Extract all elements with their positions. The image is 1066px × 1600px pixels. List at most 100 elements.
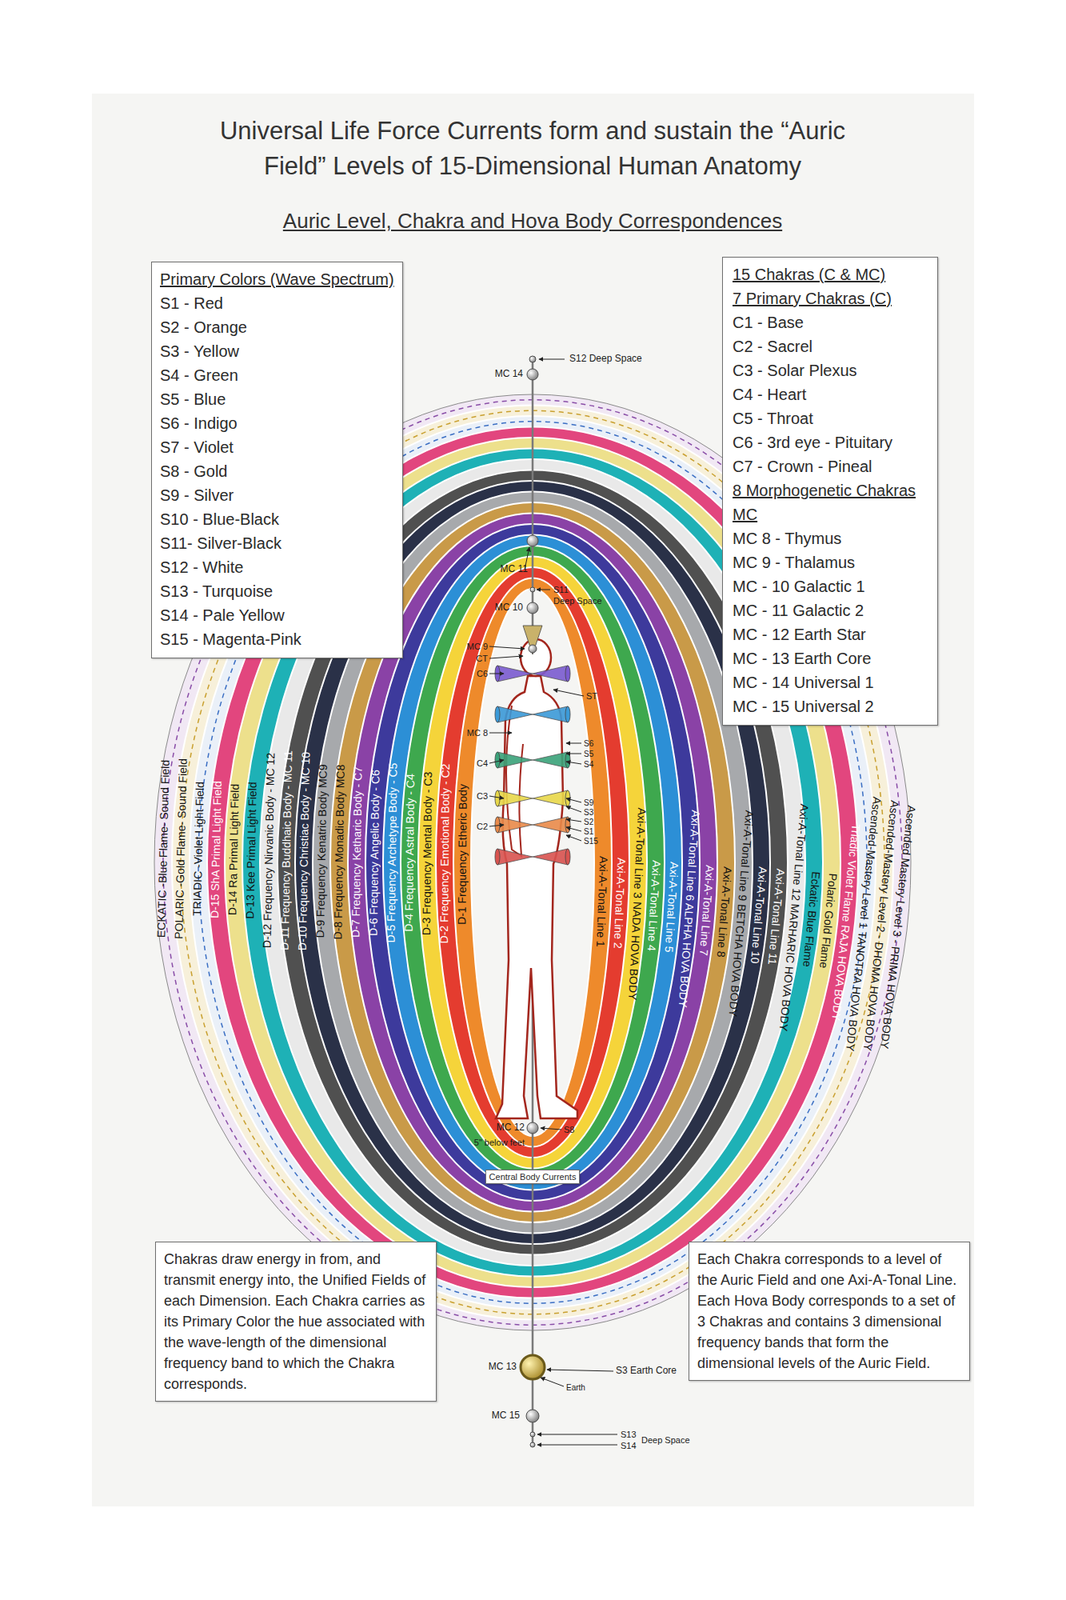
label: MC 13 bbox=[488, 1361, 517, 1372]
leader-arrow bbox=[566, 834, 582, 841]
box-text: C3 - Solar Plexus bbox=[732, 358, 930, 383]
label: Axi-A-Tonal Line 1 bbox=[594, 855, 610, 947]
label: D-5 Frequency Archetype Body - C5 bbox=[385, 762, 400, 943]
label: S8 bbox=[563, 1124, 575, 1134]
label: C4 bbox=[476, 758, 488, 768]
cone-rim bbox=[495, 751, 500, 768]
box-text: S6 - Indigo bbox=[159, 411, 395, 436]
box-text: C2 - Sacrel bbox=[732, 334, 930, 359]
box-text: C5 - Throat bbox=[732, 406, 930, 431]
label: D-10 Frequency Christiac Body - MC 10 bbox=[296, 751, 312, 951]
label: Axi-A-Tonal Line 3 NADA HOVA BODY bbox=[626, 807, 648, 1001]
leader-arrow bbox=[489, 646, 525, 649]
box-text: Central Body Currents bbox=[489, 1170, 577, 1182]
label: Axi-A-Tonal Line 4 bbox=[646, 859, 663, 951]
box-text: Chakras draw energy in from, and transmi… bbox=[163, 1248, 428, 1394]
current-box: Central Body Currents bbox=[485, 1169, 581, 1184]
label: D-11 Frequency Buddhaic Body - MC 11 bbox=[279, 750, 295, 951]
box-text: Primary Colors (Wave Spectrum) bbox=[159, 267, 395, 292]
label: TRIADIC -Violet Light Field bbox=[191, 781, 206, 916]
label: D-2 Frequency Emotional Body - C2 bbox=[438, 763, 452, 944]
label: Earth bbox=[566, 1382, 586, 1392]
box-text: Each Chakra corresponds to a level of th… bbox=[697, 1248, 962, 1374]
cone-rim bbox=[565, 665, 571, 682]
label: Auric Level, Chakra and Hova Body Corres… bbox=[283, 209, 783, 233]
leader-arrow bbox=[566, 761, 582, 764]
box-text: 15 Chakras (C & MC) bbox=[732, 262, 930, 287]
box-text: MC - 13 Earth Core bbox=[732, 646, 930, 671]
label: Axi-A-Tonal Line 12 MARHARIC HOVA BODY bbox=[778, 803, 811, 1032]
leader-arrow bbox=[566, 742, 582, 744]
box-text: MC - 14 Universal 1 bbox=[732, 670, 930, 695]
label: S9 bbox=[583, 798, 594, 807]
label: MC 10 bbox=[495, 602, 524, 613]
box-text: 7 Primary Chakras (C) bbox=[732, 286, 930, 311]
cone-rim bbox=[495, 790, 500, 807]
chakra-key-box: 15 Chakras (C & MC)7 Primary Chakras (C)… bbox=[722, 256, 939, 726]
chakra-point bbox=[527, 1121, 539, 1134]
label: D-13 Kee Primal Light Field bbox=[243, 781, 259, 919]
label: S3 Earth Core bbox=[615, 1365, 677, 1376]
label: S4 bbox=[583, 759, 594, 769]
box-text: C1 - Base bbox=[732, 310, 930, 335]
leader-arrow bbox=[489, 655, 524, 659]
chakra-cone bbox=[532, 665, 568, 682]
label: D-14 Ra Primal Light Field bbox=[226, 783, 241, 915]
chakra-point bbox=[530, 1441, 535, 1447]
diagram-title: Universal Life Force Currents form and s… bbox=[204, 113, 861, 184]
label: Eckatic Blue Flame bbox=[801, 870, 823, 968]
box-text: MC 8 - Thymus bbox=[732, 526, 930, 551]
label: D-1 Frequency Etheric Body bbox=[455, 783, 468, 925]
cone-rim bbox=[565, 790, 571, 807]
box-text: MC - 12 Earth Star bbox=[732, 622, 930, 647]
label: MC 11 bbox=[500, 563, 528, 575]
label: D-9 Frequency Kenatric Body MC9 bbox=[314, 764, 329, 939]
leader-arrow bbox=[489, 795, 504, 799]
label: S3 bbox=[583, 807, 594, 817]
box-text: S11- Silver-Black bbox=[159, 531, 395, 555]
chakra-point bbox=[530, 1431, 535, 1437]
label: D-7 Frequency Ketharic Body - C7 bbox=[349, 766, 364, 938]
color-key-box: Primary Colors (Wave Spectrum)S1 - RedS2… bbox=[151, 261, 404, 659]
cone-rim bbox=[565, 751, 571, 768]
label: S14 bbox=[620, 1440, 637, 1450]
label: S11 bbox=[553, 584, 569, 595]
chakra-cones bbox=[495, 625, 571, 865]
box-text: S14 - Pale Yellow bbox=[159, 602, 395, 627]
label: Axi-A-Tonal Line 2 bbox=[611, 856, 627, 948]
label: Axi-A-Tonal Line 7 bbox=[698, 864, 716, 956]
box-text: MC - 11 Galactic 2 bbox=[732, 598, 930, 623]
label: Polaric Gold Flame bbox=[818, 872, 839, 969]
label: C2 bbox=[476, 821, 488, 831]
box-text: C7 - Crown - Pineal bbox=[732, 454, 930, 479]
label: C3 bbox=[476, 790, 488, 801]
crown-cone bbox=[523, 625, 543, 655]
label: ST bbox=[586, 690, 598, 701]
cone-rim bbox=[565, 706, 571, 723]
body-outline bbox=[495, 675, 578, 1118]
box-text: S2 - Orange bbox=[159, 315, 395, 340]
chakra-point bbox=[527, 368, 539, 380]
leader-arrow bbox=[566, 818, 582, 822]
leader-arrow bbox=[538, 359, 565, 360]
chakra-point bbox=[529, 355, 536, 363]
box-text: MC 9 - Thalamus bbox=[732, 550, 930, 575]
label: Axi-A-Tonal Line 8 bbox=[714, 866, 734, 958]
label: MC 9 bbox=[467, 641, 488, 651]
box-text: S13 - Turquoise bbox=[159, 578, 395, 603]
chakra-cone bbox=[532, 816, 568, 833]
label: ECKATIC -Blue Flame- Sound Field bbox=[155, 758, 172, 938]
leader-arrow bbox=[546, 1369, 614, 1371]
label: Axi-A-Tonal Line 6 ALPHA HOVA BODY bbox=[677, 809, 702, 1008]
box-text: MC - 15 Universal 2 bbox=[732, 694, 930, 719]
chakra-cone bbox=[532, 751, 568, 768]
label: S2 bbox=[583, 817, 594, 827]
label: D-12 Frequency Nirvanic Body - MC 12 bbox=[261, 752, 277, 949]
chakra-point bbox=[528, 644, 537, 653]
note-box: Chakras draw energy in from, and transmi… bbox=[155, 1241, 437, 1402]
leader-arrow bbox=[537, 1444, 618, 1446]
arm-outline bbox=[506, 705, 524, 856]
box-text: C4 - Heart bbox=[732, 382, 930, 407]
label: S12 Deep Space bbox=[569, 353, 643, 364]
box-text: S9 - Silver bbox=[159, 483, 395, 508]
